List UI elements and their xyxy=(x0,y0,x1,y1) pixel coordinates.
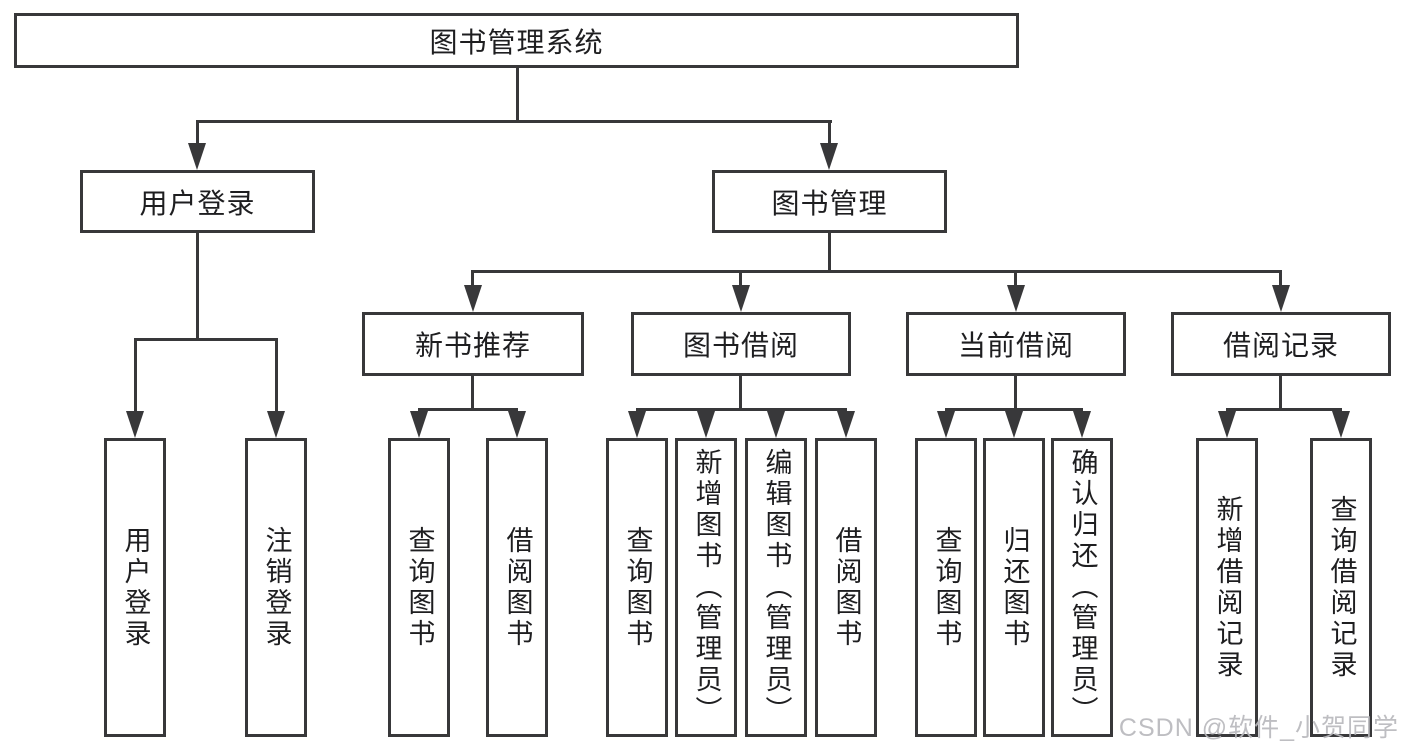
leaf-record-add-borrow-record-label: 新增借阅记录 xyxy=(1212,494,1243,681)
watermark: CSDN @软件_小贺同学 xyxy=(1118,714,1399,742)
node-book-management: 图书管理 xyxy=(712,170,947,233)
connector-user-login-drop xyxy=(196,123,199,145)
connector-current-stem xyxy=(1014,376,1017,411)
arrow-down-icon xyxy=(767,411,785,438)
leaf-user-login: 用户登录 xyxy=(104,438,166,737)
leaf-logout-label: 注销登录 xyxy=(261,525,292,650)
connector-level1-rail xyxy=(196,120,832,123)
connector-book-mgmt-drop xyxy=(828,123,831,145)
connector-borrow-stem xyxy=(739,376,742,411)
leaf-borrow-add-books-admin-label: 新增图书（管理员） xyxy=(691,448,722,727)
leaf-logout: 注销登录 xyxy=(245,438,307,737)
leaf-borrow-borrow-books-label: 借阅图书 xyxy=(831,525,862,650)
node-root: 图书管理系统 xyxy=(14,13,1019,68)
arrow-down-icon xyxy=(508,411,526,438)
node-current-borrow-label: 当前借阅 xyxy=(957,330,1074,361)
arrow-down-icon xyxy=(188,143,206,170)
leaf-current-return-books: 归还图书 xyxy=(983,438,1045,737)
arrow-down-icon xyxy=(1005,411,1023,438)
leaf-current-confirm-return-admin: 确认归还（管理员） xyxy=(1051,438,1113,737)
leaf-current-query-books: 查询图书 xyxy=(915,438,977,737)
connector-root-stem xyxy=(516,68,519,123)
connector-user-stem xyxy=(196,233,199,341)
arrow-down-icon xyxy=(410,411,428,438)
connector-user-rail xyxy=(134,338,278,341)
node-book-borrow-label: 图书借阅 xyxy=(682,330,799,361)
arrow-down-icon xyxy=(628,411,646,438)
connector-user-leaf2-drop xyxy=(275,341,278,411)
leaf-record-add-borrow-record: 新增借阅记录 xyxy=(1196,438,1258,737)
node-current-borrow: 当前借阅 xyxy=(906,312,1126,376)
node-user-login: 用户登录 xyxy=(80,170,315,233)
arrow-down-icon xyxy=(126,411,144,438)
node-book-management-label: 图书管理 xyxy=(771,187,888,219)
leaf-borrow-query-books: 查询图书 xyxy=(606,438,668,737)
leaf-borrow-edit-books-admin: 编辑图书（管理员） xyxy=(745,438,807,737)
leaf-current-query-books-label: 查询图书 xyxy=(931,525,962,650)
leaf-record-query-borrow-record: 查询借阅记录 xyxy=(1310,438,1372,737)
arrow-down-icon xyxy=(1272,285,1290,312)
arrow-down-icon xyxy=(267,411,285,438)
leaf-recommend-borrow-books-label: 借阅图书 xyxy=(502,525,533,650)
arrow-down-icon xyxy=(937,411,955,438)
leaf-borrow-add-books-admin: 新增图书（管理员） xyxy=(675,438,737,737)
connector-l2-drop-1 xyxy=(471,273,474,287)
node-borrow-record: 借阅记录 xyxy=(1171,312,1391,376)
node-new-book-recommend-label: 新书推荐 xyxy=(414,330,531,361)
node-user-login-label: 用户登录 xyxy=(139,187,256,219)
leaf-current-return-books-label: 归还图书 xyxy=(999,525,1030,650)
connector-l2-drop-2 xyxy=(739,273,742,287)
arrow-down-icon xyxy=(697,411,715,438)
leaf-recommend-query-books: 查询图书 xyxy=(388,438,450,737)
leaf-user-login-label: 用户登录 xyxy=(120,525,151,650)
arrow-down-icon xyxy=(820,143,838,170)
connector-manage-stem xyxy=(828,233,831,273)
connector-user-leaf1-drop xyxy=(134,341,137,411)
connector-l2-drop-4 xyxy=(1279,273,1282,287)
arrow-down-icon xyxy=(1332,411,1350,438)
node-root-label: 图书管理系统 xyxy=(429,26,604,58)
connector-recommend-rail xyxy=(418,408,518,411)
node-borrow-record-label: 借阅记录 xyxy=(1222,330,1339,361)
node-book-borrow: 图书借阅 xyxy=(631,312,851,376)
arrow-down-icon xyxy=(732,285,750,312)
arrow-down-icon xyxy=(1073,411,1091,438)
connector-current-rail xyxy=(945,408,1083,411)
leaf-current-confirm-return-admin-label: 确认归还（管理员） xyxy=(1067,448,1098,727)
arrow-down-icon xyxy=(1007,285,1025,312)
connector-level2-rail xyxy=(471,270,1282,273)
leaf-borrow-edit-books-admin-label: 编辑图书（管理员） xyxy=(761,448,792,727)
connector-record-rail xyxy=(1226,408,1342,411)
connector-l2-drop-3 xyxy=(1014,273,1017,287)
arrow-down-icon xyxy=(464,285,482,312)
leaf-recommend-query-books-label: 查询图书 xyxy=(404,525,435,650)
leaf-recommend-borrow-books: 借阅图书 xyxy=(486,438,548,737)
connector-recommend-stem xyxy=(471,376,474,411)
connector-record-stem xyxy=(1279,376,1282,411)
leaf-borrow-borrow-books: 借阅图书 xyxy=(815,438,877,737)
arrow-down-icon xyxy=(837,411,855,438)
node-new-book-recommend: 新书推荐 xyxy=(362,312,584,376)
arrow-down-icon xyxy=(1218,411,1236,438)
leaf-borrow-query-books-label: 查询图书 xyxy=(622,525,653,650)
leaf-record-query-borrow-record-label: 查询借阅记录 xyxy=(1326,494,1357,681)
connector-borrow-rail xyxy=(636,408,847,411)
